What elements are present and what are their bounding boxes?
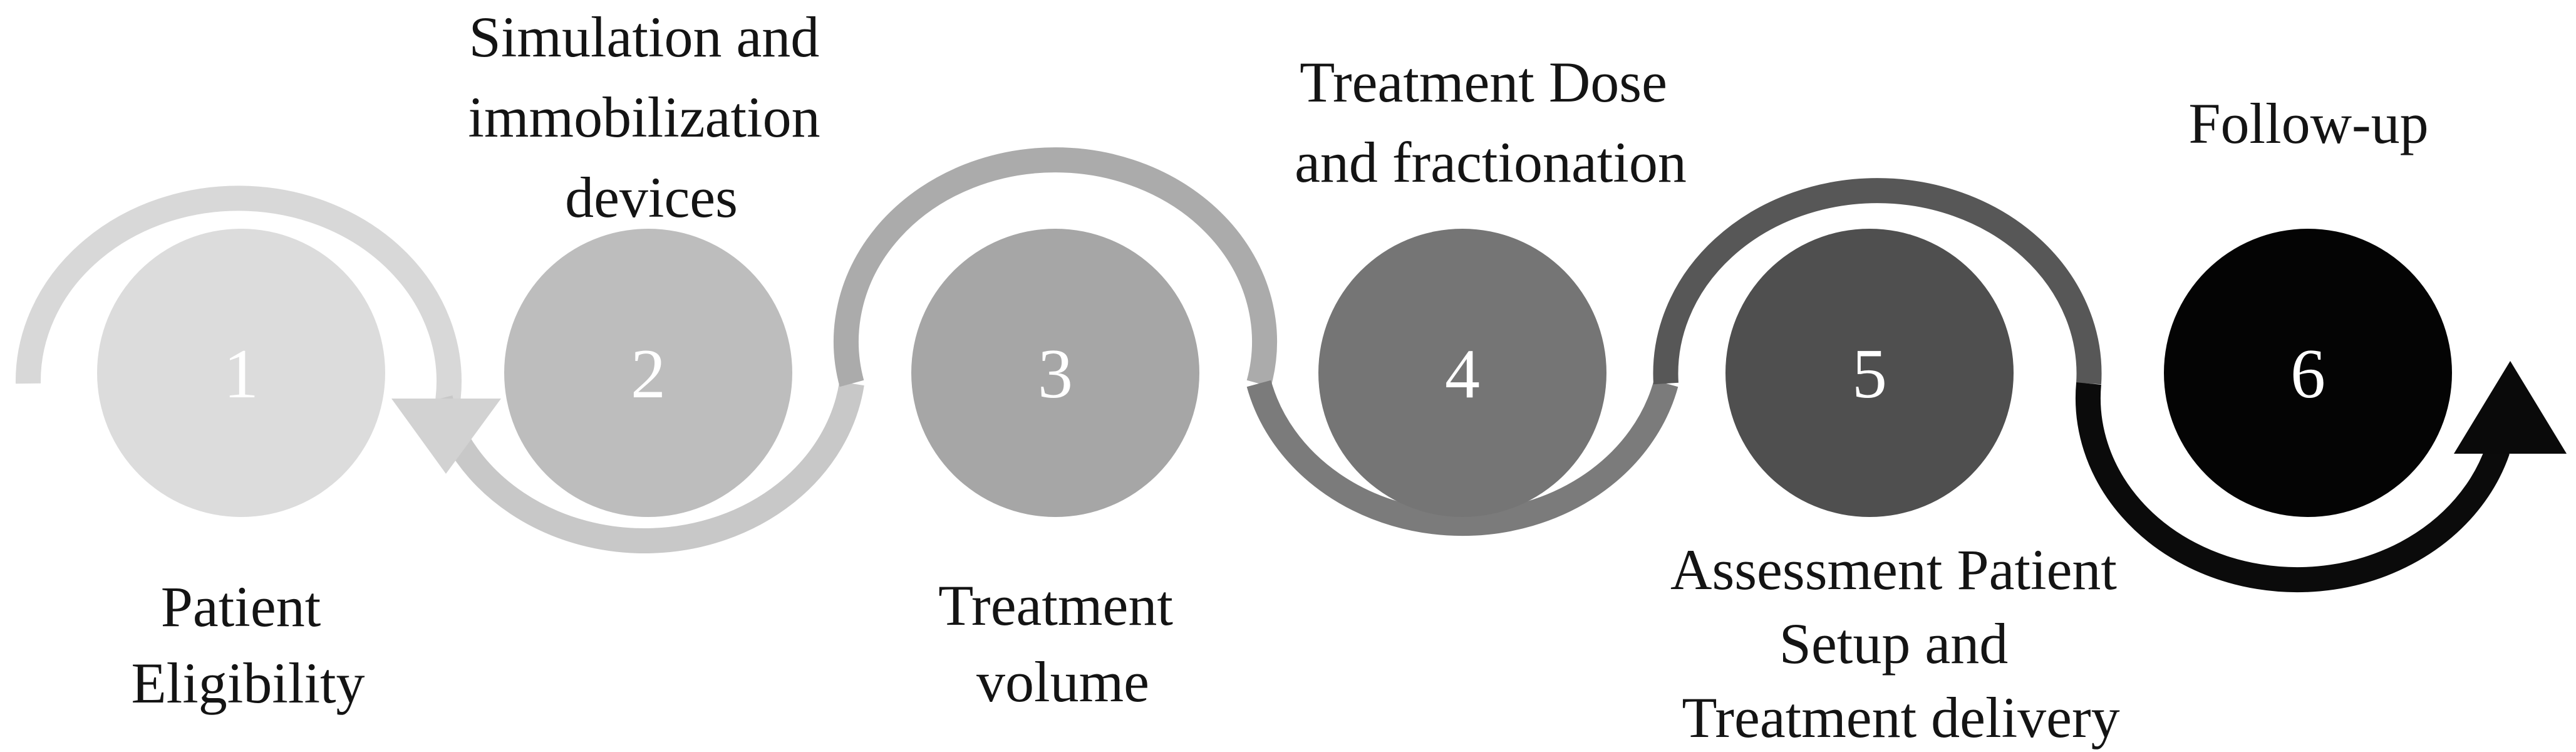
step-number-1: 1 [224, 335, 259, 413]
step-label-6: Follow-up [2188, 91, 2428, 155]
step-label-4: Treatment Dose and fractionation [1295, 50, 1687, 194]
step-number-5: 5 [1852, 335, 1887, 413]
arrow-down-icon [391, 399, 501, 474]
step-label-1: Patient Eligibility [131, 575, 365, 715]
step-circle-3 [911, 229, 1199, 517]
step-label-5: Assessment Patient Setup and Treatment d… [1670, 538, 2131, 749]
step-circle-4 [1318, 229, 1606, 517]
ribbon-segment-3 [834, 147, 1277, 387]
step-number-6: 6 [2290, 335, 2325, 413]
arrow-up-icon [2454, 361, 2567, 454]
step-circle-5 [1725, 229, 2014, 517]
ribbon-segment-6 [2075, 382, 2510, 593]
ribbon-segment-1 [15, 185, 462, 403]
ribbon-segment-5 [1653, 178, 2102, 385]
step-circle-2 [504, 229, 792, 517]
step-label-3: Treatment volume [938, 573, 1187, 714]
step-number-4: 4 [1445, 335, 1480, 413]
step-circle-1 [97, 229, 385, 517]
step-circle-6 [2164, 229, 2452, 517]
ribbon-segment-2 [428, 381, 864, 554]
step-number-3: 3 [1038, 335, 1073, 413]
ribbon-segment-4 [1246, 380, 1679, 536]
step-label-2: Simulation and immobilization devices [468, 5, 834, 229]
step-number-2: 2 [631, 335, 666, 413]
